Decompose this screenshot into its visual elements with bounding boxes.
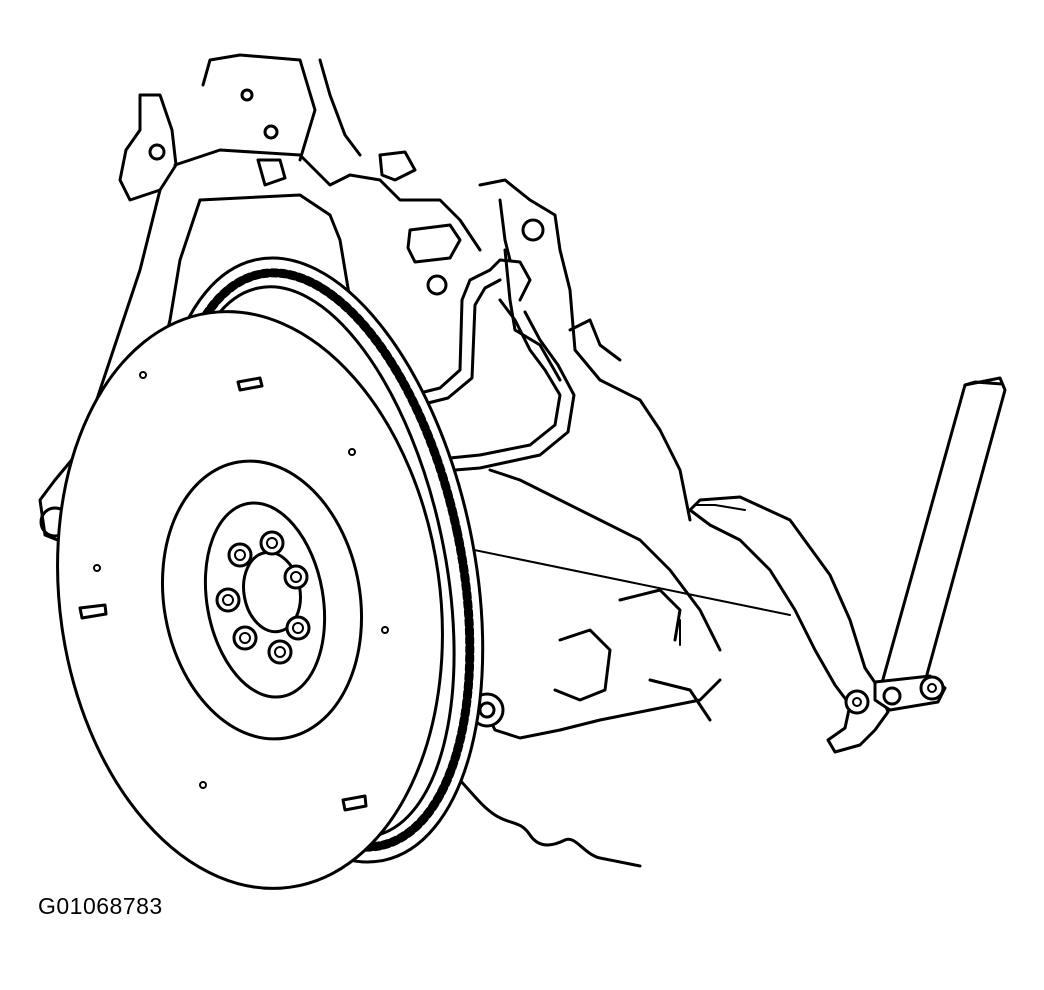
engine-block [38,53,791,868]
flywheel [56,256,485,890]
flywheel-holding-tool [688,376,1007,754]
flywheel-bolts [215,530,311,665]
figure-id-label: G01068783 [38,893,163,919]
